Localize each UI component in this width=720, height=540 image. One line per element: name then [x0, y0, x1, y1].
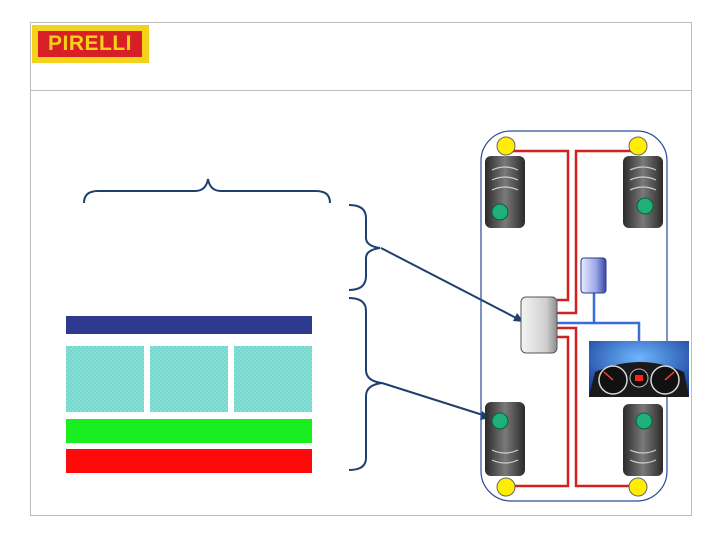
tire-front-left-icon	[485, 156, 525, 228]
pirelli-logo: PIRELLI	[32, 25, 149, 63]
sensor-rear-right-icon	[628, 477, 648, 497]
tire-rear-right-icon	[623, 404, 663, 476]
sensor-front-left-icon	[496, 136, 516, 156]
red-bar	[66, 449, 312, 473]
pirelli-logo-text: PIRELLI	[38, 31, 142, 57]
receiver-module-icon	[580, 257, 607, 294]
arrow-to-rear-tire-icon	[381, 382, 491, 420]
green-bar	[66, 419, 312, 443]
top-curly-brace-icon	[83, 178, 331, 204]
upper-vertical-brace-icon	[348, 204, 381, 291]
sensor-rear-left-icon	[496, 477, 516, 497]
sensor-front-right-icon	[628, 136, 648, 156]
header-divider	[30, 90, 692, 91]
data-wiring	[557, 292, 641, 341]
lower-vertical-brace-icon	[348, 297, 383, 471]
tile-center	[150, 346, 228, 412]
control-unit-icon	[520, 296, 558, 354]
tile-right	[234, 346, 312, 412]
top-bar	[66, 316, 312, 334]
arrow-to-control-unit-icon	[380, 247, 524, 322]
tile-left	[66, 346, 144, 412]
tire-rear-left-icon	[485, 402, 525, 476]
vehicle-outline	[480, 130, 668, 502]
tire-front-right-icon	[623, 156, 663, 228]
dashboard-cluster-icon	[589, 341, 689, 397]
